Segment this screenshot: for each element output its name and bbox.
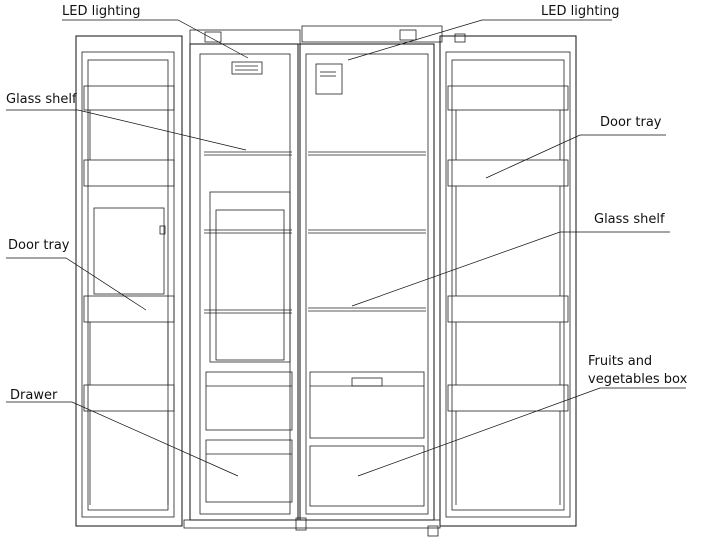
left-compartment bbox=[189, 43, 299, 521]
right-door-trays bbox=[447, 85, 569, 505]
door-tray-left-label: Door tray bbox=[8, 238, 70, 253]
glass-shelf-left-label: Glass shelf bbox=[6, 92, 77, 107]
right-compartment bbox=[299, 43, 435, 521]
led-lighting-right-label: LED lighting bbox=[541, 4, 620, 19]
right-drawers bbox=[309, 371, 425, 507]
top-hinge-left bbox=[189, 29, 301, 45]
right-door bbox=[439, 35, 577, 527]
fruits-box-label-line1: Fruits and bbox=[588, 354, 653, 369]
left-door-trays bbox=[83, 85, 175, 505]
led-lighting-left-label: LED lighting bbox=[62, 4, 141, 19]
glass-shelf-right-label: Glass shelf bbox=[594, 212, 665, 227]
bottom-base bbox=[183, 517, 441, 537]
left-door bbox=[75, 35, 183, 527]
fruits-box-label-line2: vegetables box bbox=[588, 372, 688, 387]
leader-lines bbox=[6, 19, 686, 477]
right-glass-shelves bbox=[308, 151, 426, 312]
door-tray-right-label: Door tray bbox=[600, 115, 662, 130]
top-hinge-right bbox=[301, 25, 466, 43]
left-glass-shelves bbox=[204, 151, 292, 314]
drawer-label: Drawer bbox=[10, 388, 58, 403]
left-drawers bbox=[205, 371, 293, 503]
